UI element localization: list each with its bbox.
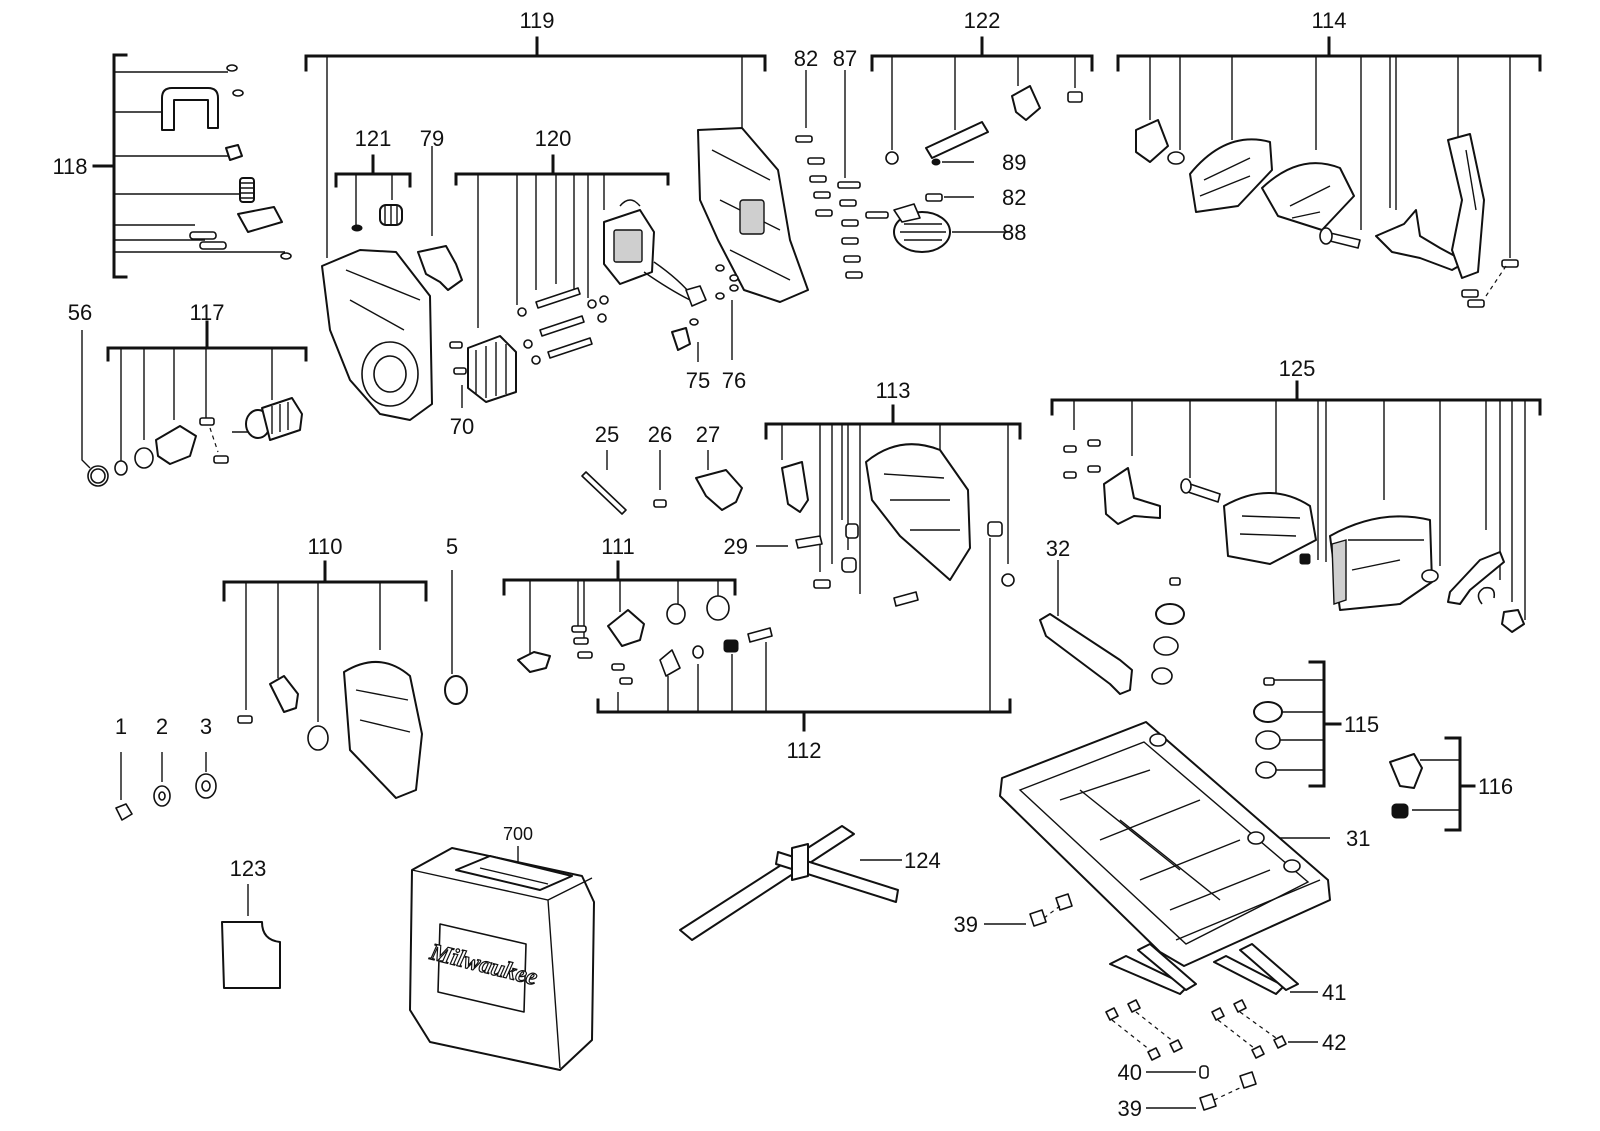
label-118: 118 xyxy=(52,154,87,179)
label-70: 70 xyxy=(450,414,474,439)
group-116 xyxy=(1389,736,1476,832)
label-25: 25 xyxy=(595,422,619,447)
part-118-spring-clip xyxy=(161,87,219,131)
part-124-rip-fence xyxy=(679,825,902,941)
label-40: 40 xyxy=(1118,1060,1142,1085)
label-39-lower: 39 xyxy=(1118,1096,1142,1121)
group-115 xyxy=(1151,577,1342,788)
part-114-upper-guard xyxy=(1189,138,1273,213)
part-88-filter xyxy=(893,203,1010,253)
label-119: 119 xyxy=(519,8,554,33)
group-110 xyxy=(222,560,428,799)
part-117-rotor xyxy=(232,397,303,441)
group-122 xyxy=(870,36,1094,253)
part-75-76 xyxy=(671,264,739,362)
label-76: 76 xyxy=(722,368,746,393)
label-27: 27 xyxy=(696,422,720,447)
part-114-bevel-bracket xyxy=(1375,133,1485,279)
label-5: 5 xyxy=(446,534,458,559)
part-1-2-3 xyxy=(115,752,217,821)
part-700-carry-case: Milwaukee xyxy=(409,846,595,1071)
label-41: 41 xyxy=(1322,980,1346,1005)
part-42-screws xyxy=(1105,999,1318,1061)
label-87: 87 xyxy=(833,46,857,71)
label-88: 88 xyxy=(1002,220,1026,245)
label-82-side: 82 xyxy=(1002,185,1026,210)
part-40 xyxy=(1146,1065,1209,1079)
group-111 xyxy=(502,560,773,685)
part-70-screws xyxy=(449,341,467,408)
part-25 xyxy=(581,450,627,515)
part-82-87-screws xyxy=(795,70,889,279)
label-113: 113 xyxy=(875,378,910,403)
label-32: 32 xyxy=(1046,536,1070,561)
label-75: 75 xyxy=(686,368,710,393)
group-125 xyxy=(1050,380,1542,633)
label-112: 112 xyxy=(786,738,821,763)
part-32 xyxy=(1039,560,1133,695)
label-2: 2 xyxy=(156,714,168,739)
part-113-upper-guard xyxy=(865,443,971,581)
label-117: 117 xyxy=(189,300,224,325)
part-118-spring xyxy=(239,177,255,203)
label-79: 79 xyxy=(420,126,444,151)
part-5 xyxy=(444,570,468,705)
part-123-manual xyxy=(221,884,281,989)
label-124: 124 xyxy=(904,848,941,873)
label-114: 114 xyxy=(1311,8,1346,33)
group-119 xyxy=(304,36,809,421)
part-121-bearing xyxy=(379,204,403,226)
label-3: 3 xyxy=(200,714,212,739)
part-125-lower-guard xyxy=(1223,492,1317,565)
label-121: 121 xyxy=(355,126,392,151)
group-114 xyxy=(1116,36,1542,308)
label-115: 115 xyxy=(1344,712,1379,737)
group-120 xyxy=(454,154,707,403)
part-41-rails xyxy=(1109,943,1318,995)
label-42: 42 xyxy=(1322,1030,1346,1055)
part-119-right-housing xyxy=(697,127,809,303)
group-117 xyxy=(81,320,308,487)
label-56: 56 xyxy=(68,300,92,325)
label-123: 123 xyxy=(230,856,267,881)
part-26 xyxy=(653,450,667,508)
label-26: 26 xyxy=(648,422,672,447)
callout-labels: 119 82 87 122 114 118 121 79 120 89 82 8… xyxy=(52,8,1513,1121)
part-27 xyxy=(695,450,743,511)
label-89: 89 xyxy=(1002,150,1026,175)
part-125-bracket xyxy=(1103,467,1161,525)
part-120-controller xyxy=(603,199,707,307)
part-114-lower-guard xyxy=(1261,162,1355,231)
part-125-guard-cover xyxy=(1329,515,1433,611)
label-1: 1 xyxy=(115,714,127,739)
label-122: 122 xyxy=(964,8,1001,33)
part-119-left-housing xyxy=(321,249,433,421)
part-110-lower-guard xyxy=(343,660,423,799)
group-113 xyxy=(764,404,1022,607)
group-118 xyxy=(92,53,292,279)
part-79 xyxy=(417,146,463,291)
label-110: 110 xyxy=(307,534,342,559)
group-121 xyxy=(334,154,412,232)
label-116: 116 xyxy=(1478,774,1513,799)
group-112 xyxy=(596,538,1012,732)
part-120-long-bolts xyxy=(535,287,593,359)
part-39-lower xyxy=(1146,1071,1257,1111)
label-82-top: 82 xyxy=(794,46,818,71)
label-39-upper: 39 xyxy=(954,912,978,937)
label-120: 120 xyxy=(535,126,572,151)
label-125: 125 xyxy=(1279,356,1316,381)
label-31: 31 xyxy=(1346,826,1370,851)
part-31-base-plate xyxy=(999,721,1331,967)
label-700: 700 xyxy=(503,824,533,844)
label-111: 111 xyxy=(601,534,634,559)
part-39-upper xyxy=(984,893,1073,927)
label-29: 29 xyxy=(724,534,748,559)
part-120-stator xyxy=(467,335,517,403)
